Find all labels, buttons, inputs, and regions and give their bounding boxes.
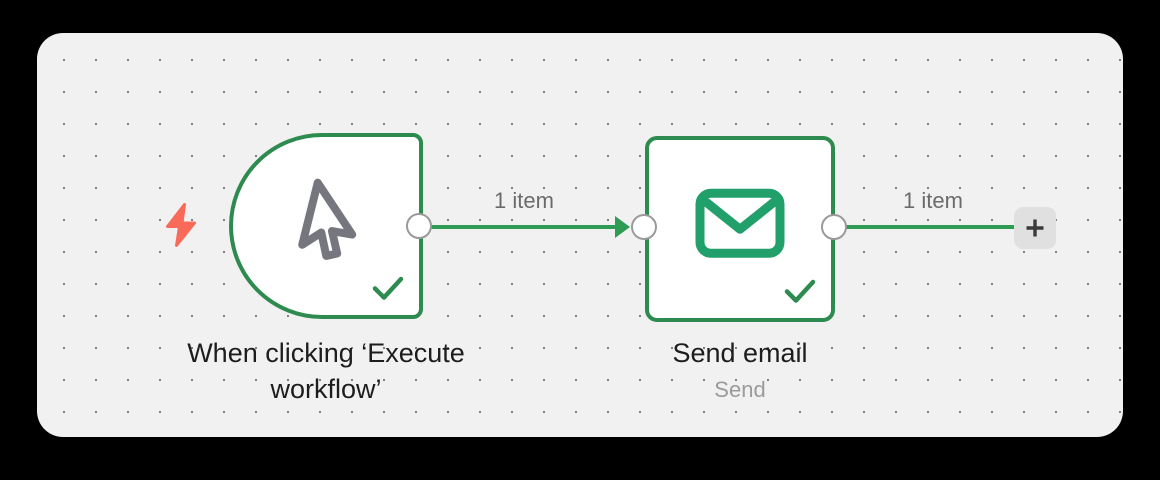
input-endpoint-send-email[interactable] xyxy=(631,214,657,240)
node-title: Send email xyxy=(672,338,808,368)
node-when-clicking-execute-workflow[interactable] xyxy=(229,133,423,319)
check-icon xyxy=(368,268,408,308)
node-title: When clicking ‘Execute workflow’ xyxy=(187,338,465,404)
connection-arrowhead-icon xyxy=(615,216,630,238)
node-caption-send-email: Send email Send xyxy=(590,336,890,404)
node-send-email[interactable] xyxy=(645,136,835,322)
add-node-button[interactable] xyxy=(1014,207,1056,249)
node-caption-trigger: When clicking ‘Execute workflow’ xyxy=(126,336,526,407)
lightning-bolt-icon xyxy=(163,203,199,247)
workflow-canvas[interactable]: 1 item 1 item xyxy=(37,33,1123,437)
plus-icon xyxy=(1026,219,1044,237)
mouse-pointer-icon xyxy=(283,176,369,269)
output-endpoint-send-email[interactable] xyxy=(821,214,847,240)
check-icon xyxy=(780,271,820,311)
output-endpoint-trigger[interactable] xyxy=(406,213,432,239)
envelope-icon xyxy=(695,185,785,266)
connection-trigger-to-send-email[interactable] xyxy=(425,225,619,229)
connection-label-items: 1 item xyxy=(494,188,554,213)
connection-label-items: 1 item xyxy=(903,188,963,213)
node-subtitle: Send xyxy=(714,376,766,402)
connection-send-email-to-add[interactable] xyxy=(843,225,1015,229)
